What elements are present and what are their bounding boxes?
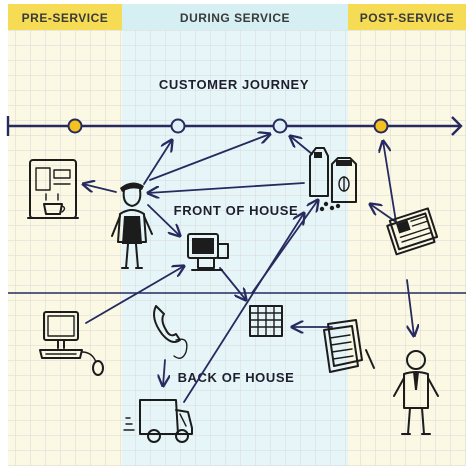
- spreadsheet-icon: [249, 305, 283, 337]
- arrow-barista-to-touchpoint: [143, 140, 172, 185]
- touchpoint-3[interactable]: [272, 118, 288, 134]
- touchpoint-2[interactable]: [170, 118, 186, 134]
- arrow-newspaper-to-customer: [406, 279, 414, 336]
- arrow-barista-to-register: [147, 204, 180, 236]
- arrow-register-to-spreadsheet: [219, 267, 246, 300]
- arrow-barista-to-touchpoint-3: [149, 134, 270, 181]
- arrow-packages-to-barista: [148, 182, 305, 193]
- touchpoint-1[interactable]: [67, 118, 83, 134]
- arrow-newspaper-to-packages: [370, 204, 397, 223]
- computer-icon: [39, 311, 104, 376]
- post-service-label: POST-SERVICE: [360, 11, 454, 25]
- pre-service-header: [8, 4, 122, 30]
- arrow-computer-to-register: [85, 266, 184, 324]
- pre-service-label: PRE-SERVICE: [22, 11, 109, 25]
- customer-icon: [393, 350, 439, 435]
- register-icon: [187, 233, 229, 271]
- delivery-truck-icon: [123, 399, 193, 443]
- coffee-packages-icon: [309, 147, 357, 212]
- coffee-machine-icon: [27, 159, 79, 219]
- flow-arrows: [83, 134, 414, 403]
- arrow-phone-to-truck: [163, 359, 165, 386]
- documents-icon: [323, 319, 375, 373]
- phone-icon: [153, 305, 188, 359]
- barista-icon: [111, 182, 153, 269]
- grid-overlay: [8, 30, 466, 466]
- touchpoint-4[interactable]: [373, 118, 389, 134]
- arrow-truck-to-packages: [183, 213, 304, 403]
- customer-journey-label: CUSTOMER JOURNEY: [159, 77, 309, 92]
- arrow-newspaper-to-touchpoint-4: [383, 141, 397, 223]
- post-service-header: [348, 4, 466, 30]
- during-service-header: [122, 4, 348, 30]
- arrow-packages-to-touchpoint-3: [290, 136, 313, 155]
- during-service-label: DURING SERVICE: [180, 11, 290, 25]
- front-of-house-label: FRONT OF HOUSE: [174, 203, 299, 218]
- arrow-barista-to-coffee-machine: [83, 184, 117, 193]
- back-of-house-label: BACK OF HOUSE: [178, 370, 295, 385]
- newspaper-icon: [386, 207, 439, 256]
